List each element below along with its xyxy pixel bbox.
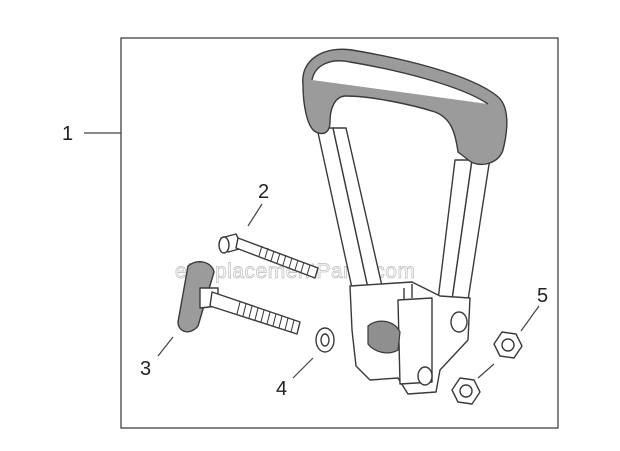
hex-nut-lower: [451, 377, 481, 405]
callout-2-label: 2: [258, 181, 269, 203]
callout-4-label: 4: [276, 378, 287, 400]
callout-1: 1: [62, 123, 121, 145]
diagram-frame: [120, 37, 559, 429]
callout-3: 3: [140, 336, 174, 380]
callout-4: 4: [276, 357, 314, 400]
callout-5-label: 5: [537, 285, 548, 307]
t-bolt: [177, 261, 301, 335]
callout-5: 5: [477, 285, 548, 379]
callout-3-label: 3: [140, 358, 151, 380]
hex-nut-upper: [493, 331, 523, 359]
bolt-upper: [218, 233, 319, 279]
handle-assembly: [302, 48, 508, 395]
callout-2: 2: [247, 181, 269, 227]
washer: [315, 327, 335, 353]
callout-1-label: 1: [62, 123, 73, 145]
